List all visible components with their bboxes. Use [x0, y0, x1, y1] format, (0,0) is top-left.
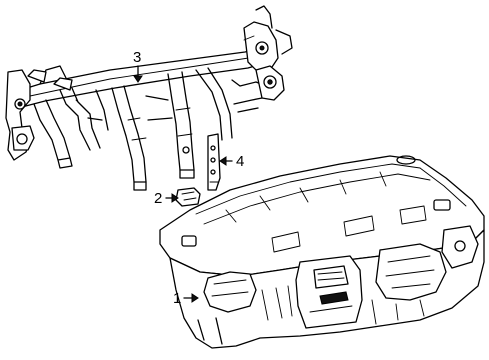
- callout-label-1: 1: [173, 290, 181, 307]
- callout-1: 1: [173, 290, 199, 307]
- callout-2: 2: [154, 190, 179, 207]
- callout-label-3: 3: [133, 49, 141, 66]
- callout-label-2: 2: [154, 190, 162, 207]
- bracket: [175, 187, 201, 207]
- reinforcement-beam: [5, 5, 293, 191]
- instrument-panel: [159, 155, 485, 349]
- callout-3: 3: [133, 49, 143, 83]
- callout-4: 4: [219, 153, 244, 170]
- support-bracket: [207, 133, 221, 191]
- callout-label-4: 4: [236, 153, 244, 170]
